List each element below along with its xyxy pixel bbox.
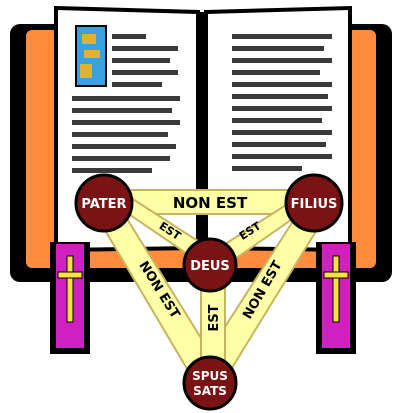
node-spiritus: SPUS SATS (184, 357, 236, 409)
page-illustration (76, 26, 106, 86)
bookmark-right (316, 242, 356, 354)
node-spiritus-label-line1: SPUS (192, 369, 228, 383)
node-pater-label: PATER (81, 197, 126, 212)
node-filius-label: FILIUS (291, 197, 338, 212)
node-filius: FILIUS (286, 175, 342, 231)
node-spiritus-label-line2: SATS (193, 384, 227, 398)
node-pater: PATER (76, 175, 132, 231)
bookmark-left (50, 242, 90, 354)
cross-icon (67, 256, 73, 322)
node-deus-label: DEUS (190, 259, 230, 274)
edge-top-label: NON EST (173, 194, 248, 212)
node-deus: DEUS (184, 239, 236, 291)
edge-center-bottom-label: EST (207, 304, 222, 331)
cross-icon (333, 256, 339, 322)
